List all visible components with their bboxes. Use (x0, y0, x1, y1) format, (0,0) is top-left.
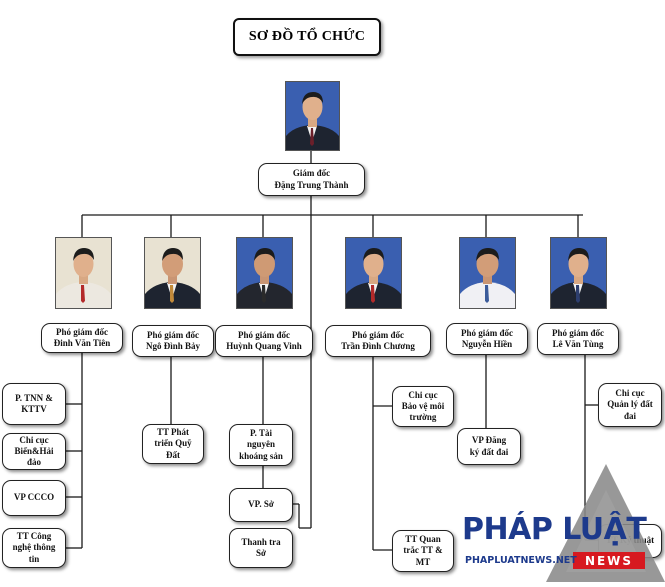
director-role: Giám đốc (293, 168, 330, 179)
deputy-box-4: Phó giám đốc Trần Đình Chương (325, 325, 431, 357)
unit-thanh-tra-so: Thanh tra Sở (229, 528, 293, 568)
deputy-box-1: Phó giám đốc Đinh Văn Tiên (41, 323, 123, 353)
deputy-photo-1 (55, 237, 112, 309)
director-photo (285, 81, 340, 151)
director-name: Đặng Trung Thành (274, 180, 348, 191)
unit-tt-phat-trien-quy-dat: TT Phát triển Quỹ Đất (142, 424, 204, 464)
deputy-box-2: Phó giám đốc Ngô Đình Bảy (132, 325, 214, 357)
chart-title: SƠ ĐỒ TỔ CHỨC (233, 18, 381, 56)
unit-p-tai-nguyen: P. Tài nguyên khoáng sản (229, 424, 293, 466)
unit-quan-ly-dat-dai: Chi cục Quản lý đất đai (598, 383, 662, 427)
logo-name: PHÁP LUẬT (462, 512, 646, 547)
unit-tnn-kttv: P. TNN & KTTV (2, 383, 66, 425)
watermark-logo: PHÁP LUẬT NEWS PHAPLUATNEWS.NET (460, 460, 665, 587)
deputy-photo-6 (550, 237, 607, 309)
deputy-photo-3 (236, 237, 293, 309)
deputy-box-6: Phó giám đốc Lê Văn Tùng (537, 323, 619, 355)
unit-bao-ve-moi-truong: Chi cục Bảo vệ môi trường (392, 386, 454, 427)
deputy-photo-5 (459, 237, 516, 309)
logo-url: PHAPLUATNEWS.NET (465, 555, 577, 566)
deputy-photo-4 (345, 237, 402, 309)
unit-tt-cong-nghe: TT Công nghệ thông tin (2, 528, 66, 568)
unit-bien-hai-dao: Chi cục Biển&Hải đảo (2, 433, 66, 470)
logo-news-badge: NEWS (573, 552, 645, 569)
deputy-box-3: Phó giám đốc Huỳnh Quang Vinh (215, 325, 313, 357)
director-box: Giám đốc Đặng Trung Thành (258, 163, 365, 196)
unit-vp-so: VP. Sở (229, 488, 293, 522)
unit-vp-ccco: VP CCCO (2, 480, 66, 516)
unit-tt-quan-trac: TT Quan trắc TT & MT (392, 530, 454, 572)
deputy-photo-2 (144, 237, 201, 309)
deputy-box-5: Phó giám đốc Nguyễn Hiền (446, 323, 528, 355)
